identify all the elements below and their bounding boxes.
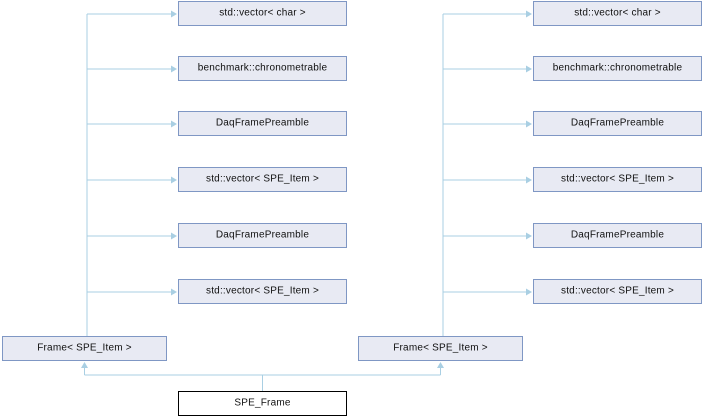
class-node-label: Frame< SPE_Item > [37, 342, 132, 353]
class-node-label: DaqFramePreamble [215, 117, 310, 128]
class-node[interactable]: std::vector< char > [178, 1, 347, 26]
arrowhead-icon [171, 288, 177, 296]
class-node-label: std::vector< SPE_Item > [561, 173, 674, 184]
class-node-label: benchmark::chronometrable [197, 62, 328, 73]
arrowhead-icon [526, 232, 532, 240]
class-node[interactable]: DaqFramePreamble [178, 111, 347, 136]
arrowhead-icon [526, 176, 532, 184]
class-node-label: std::vector< char > [219, 7, 306, 18]
arrowhead-icon [171, 65, 177, 73]
arrowhead-icon [437, 362, 444, 368]
arrowhead-icon [526, 288, 532, 296]
arrowhead-icon [526, 65, 532, 73]
arrowhead-icon [171, 10, 177, 18]
class-node-label: SPE_Frame [234, 397, 291, 408]
arrowhead-icon [526, 10, 532, 18]
class-node[interactable]: DaqFramePreamble [533, 223, 702, 248]
arrowhead-icon [81, 362, 88, 368]
class-node[interactable]: benchmark::chronometrable [533, 56, 702, 81]
arrowhead-icon [171, 176, 177, 184]
class-node[interactable]: DaqFramePreamble [533, 111, 702, 136]
class-node[interactable]: std::vector< SPE_Item > [533, 167, 702, 192]
class-node[interactable]: std::vector< char > [533, 1, 702, 26]
class-node[interactable]: DaqFramePreamble [178, 223, 347, 248]
class-node[interactable]: std::vector< SPE_Item > [178, 167, 347, 192]
class-node[interactable]: std::vector< SPE_Item > [178, 279, 347, 304]
class-node-label: std::vector< SPE_Item > [206, 285, 319, 296]
class-node[interactable]: std::vector< SPE_Item > [533, 279, 702, 304]
class-node-label: DaqFramePreamble [570, 229, 665, 240]
arrowhead-icon [171, 232, 177, 240]
class-node-label: DaqFramePreamble [570, 117, 665, 128]
class-node[interactable]: Frame< SPE_Item > [2, 336, 167, 361]
class-node-label: std::vector< char > [574, 7, 661, 18]
class-node-label: Frame< SPE_Item > [393, 342, 488, 353]
class-node[interactable]: benchmark::chronometrable [178, 56, 347, 81]
class-node-root: SPE_Frame [178, 391, 347, 416]
class-node-label: benchmark::chronometrable [552, 62, 683, 73]
class-node-label: std::vector< SPE_Item > [561, 285, 674, 296]
class-node-label: std::vector< SPE_Item > [206, 173, 319, 184]
arrowhead-icon [526, 120, 532, 128]
class-node[interactable]: Frame< SPE_Item > [358, 336, 523, 361]
class-node-label: DaqFramePreamble [215, 229, 310, 240]
arrowhead-icon [171, 120, 177, 128]
